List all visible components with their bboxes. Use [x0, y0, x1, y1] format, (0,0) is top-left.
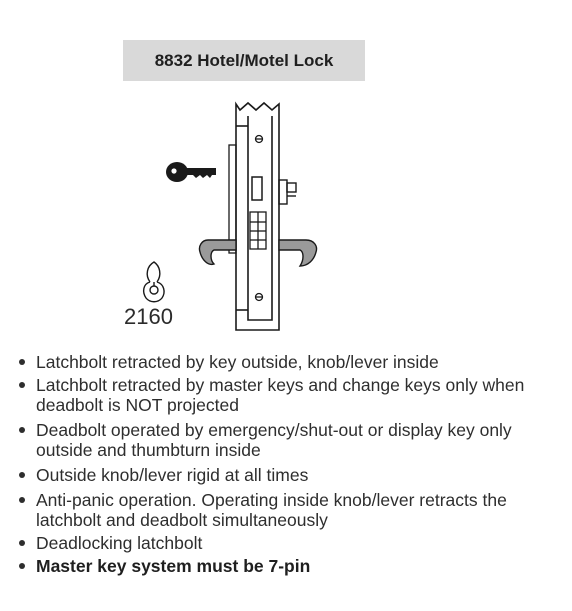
- feature-item: Latchbolt retracted by key outside, knob…: [18, 352, 558, 372]
- feature-item: Latchbolt retracted by master keys and c…: [18, 375, 558, 415]
- faceplate-screw-bottom: [254, 292, 264, 302]
- inside-lever-icon: [278, 239, 318, 267]
- latch-buttons: [249, 211, 267, 250]
- cylinder-number: 2160: [124, 304, 173, 329]
- outside-lever-icon: [198, 239, 237, 266]
- feature-item: Master key system must be 7-pin: [18, 556, 558, 576]
- feature-item: Anti-panic operation. Operating inside k…: [18, 490, 558, 530]
- product-title: 8832 Hotel/Motel Lock: [123, 40, 365, 81]
- key-icon: [166, 162, 216, 182]
- mortise-case: [235, 101, 280, 331]
- thumbturn-icon: [278, 179, 297, 205]
- feature-item: Deadlocking latchbolt: [18, 533, 558, 553]
- deadbolt-slot: [251, 176, 263, 201]
- cylinder-icon: [142, 261, 165, 303]
- feature-item: Outside knob/lever rigid at all times: [18, 465, 558, 485]
- feature-list: Latchbolt retracted by key outside, knob…: [18, 352, 558, 579]
- outside-trim: [228, 144, 237, 254]
- lock-function-diagram: [142, 101, 318, 331]
- feature-item: Deadbolt operated by emergency/shut-out …: [18, 420, 558, 460]
- faceplate-screw-top: [254, 134, 264, 144]
